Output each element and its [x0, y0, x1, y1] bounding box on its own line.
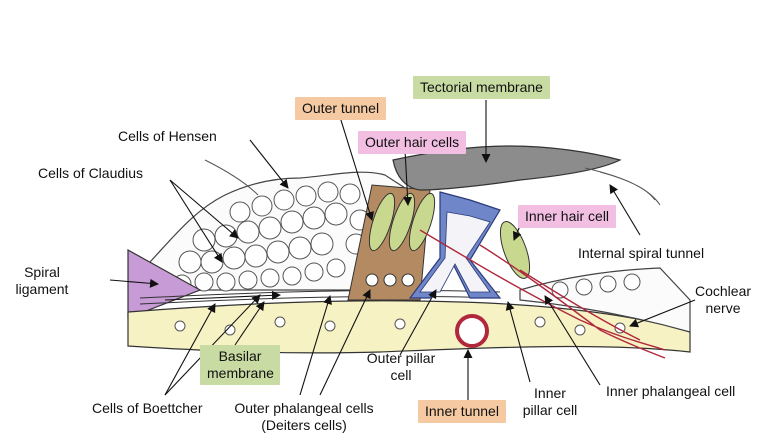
label-tectorial-membrane: Tectorial membrane — [413, 76, 550, 99]
deiters-nuclei — [365, 273, 415, 287]
label-spiral-ligament-line2: ligament — [15, 281, 69, 297]
claudius-cell-outline — [204, 159, 259, 196]
label-inner-pillar-cell: Inner pillar cell — [505, 385, 595, 419]
label-inner-pillar-cell-line1: Inner — [534, 385, 566, 401]
label-basilar-membrane: Basilar membrane — [200, 345, 280, 385]
outer-hair-cells — [368, 192, 436, 252]
cochlear-nerve-fibers — [419, 229, 666, 359]
label-inner-pillar-cell-line2: pillar cell — [522, 402, 578, 418]
label-outer-phalangeal-cells: Outer phalangeal cells (Deiters cells) — [228, 400, 380, 434]
label-inner-phalangeal-cell: Inner phalangeal cell — [606, 383, 736, 399]
label-outer-pillar-cell-line2: cell — [390, 367, 412, 383]
label-outer-phalangeal-cells-line1: Outer phalangeal cells — [234, 400, 374, 416]
label-outer-tunnel: Outer tunnel — [295, 97, 387, 120]
label-cells-of-boettcher: Cells of Boettcher — [92, 400, 203, 416]
tunnel-of-corti — [419, 211, 491, 293]
label-cochlear-nerve-line2: nerve — [705, 300, 741, 316]
label-cells-of-hensen: Cells of Hensen — [118, 128, 217, 144]
spiral-ligament — [127, 248, 202, 319]
label-outer-hair-cells: Outer hair cells — [358, 131, 467, 154]
spiral-vessel — [455, 314, 489, 348]
basilar-cells — [174, 316, 626, 336]
label-spiral-ligament: Spiral ligament — [10, 264, 74, 298]
label-cochlear-nerve-line1: Cochlear — [694, 283, 752, 299]
limbus-cells — [551, 273, 641, 299]
label-basilar-membrane-line1: Basilar — [218, 348, 262, 364]
label-cells-of-claudius: Cells of Claudius — [38, 165, 144, 181]
label-inner-hair-cell: Inner hair cell — [518, 205, 617, 228]
label-inner-tunnel: Inner tunnel — [418, 400, 506, 423]
label-internal-spiral-tunnel: Internal spiral tunnel — [578, 245, 705, 261]
label-outer-pillar-cell-line1: Outer pillar — [366, 350, 436, 366]
label-cochlear-nerve: Cochlear nerve — [688, 283, 758, 317]
label-basilar-membrane-line2: membrane — [207, 365, 274, 381]
basilar-fiber-lines — [139, 289, 501, 305]
tectorial-membrane-tail — [584, 167, 661, 206]
label-outer-pillar-cell: Outer pillar cell — [356, 350, 446, 384]
basilar-membrane — [127, 300, 691, 354]
label-outer-phalangeal-cells-line2: (Deiters cells) — [261, 417, 347, 433]
inner-hair-cell — [499, 221, 531, 279]
leader-arrows — [109, 100, 696, 400]
supporting-cells — [172, 181, 371, 294]
label-spiral-ligament-line1: Spiral — [24, 264, 60, 280]
